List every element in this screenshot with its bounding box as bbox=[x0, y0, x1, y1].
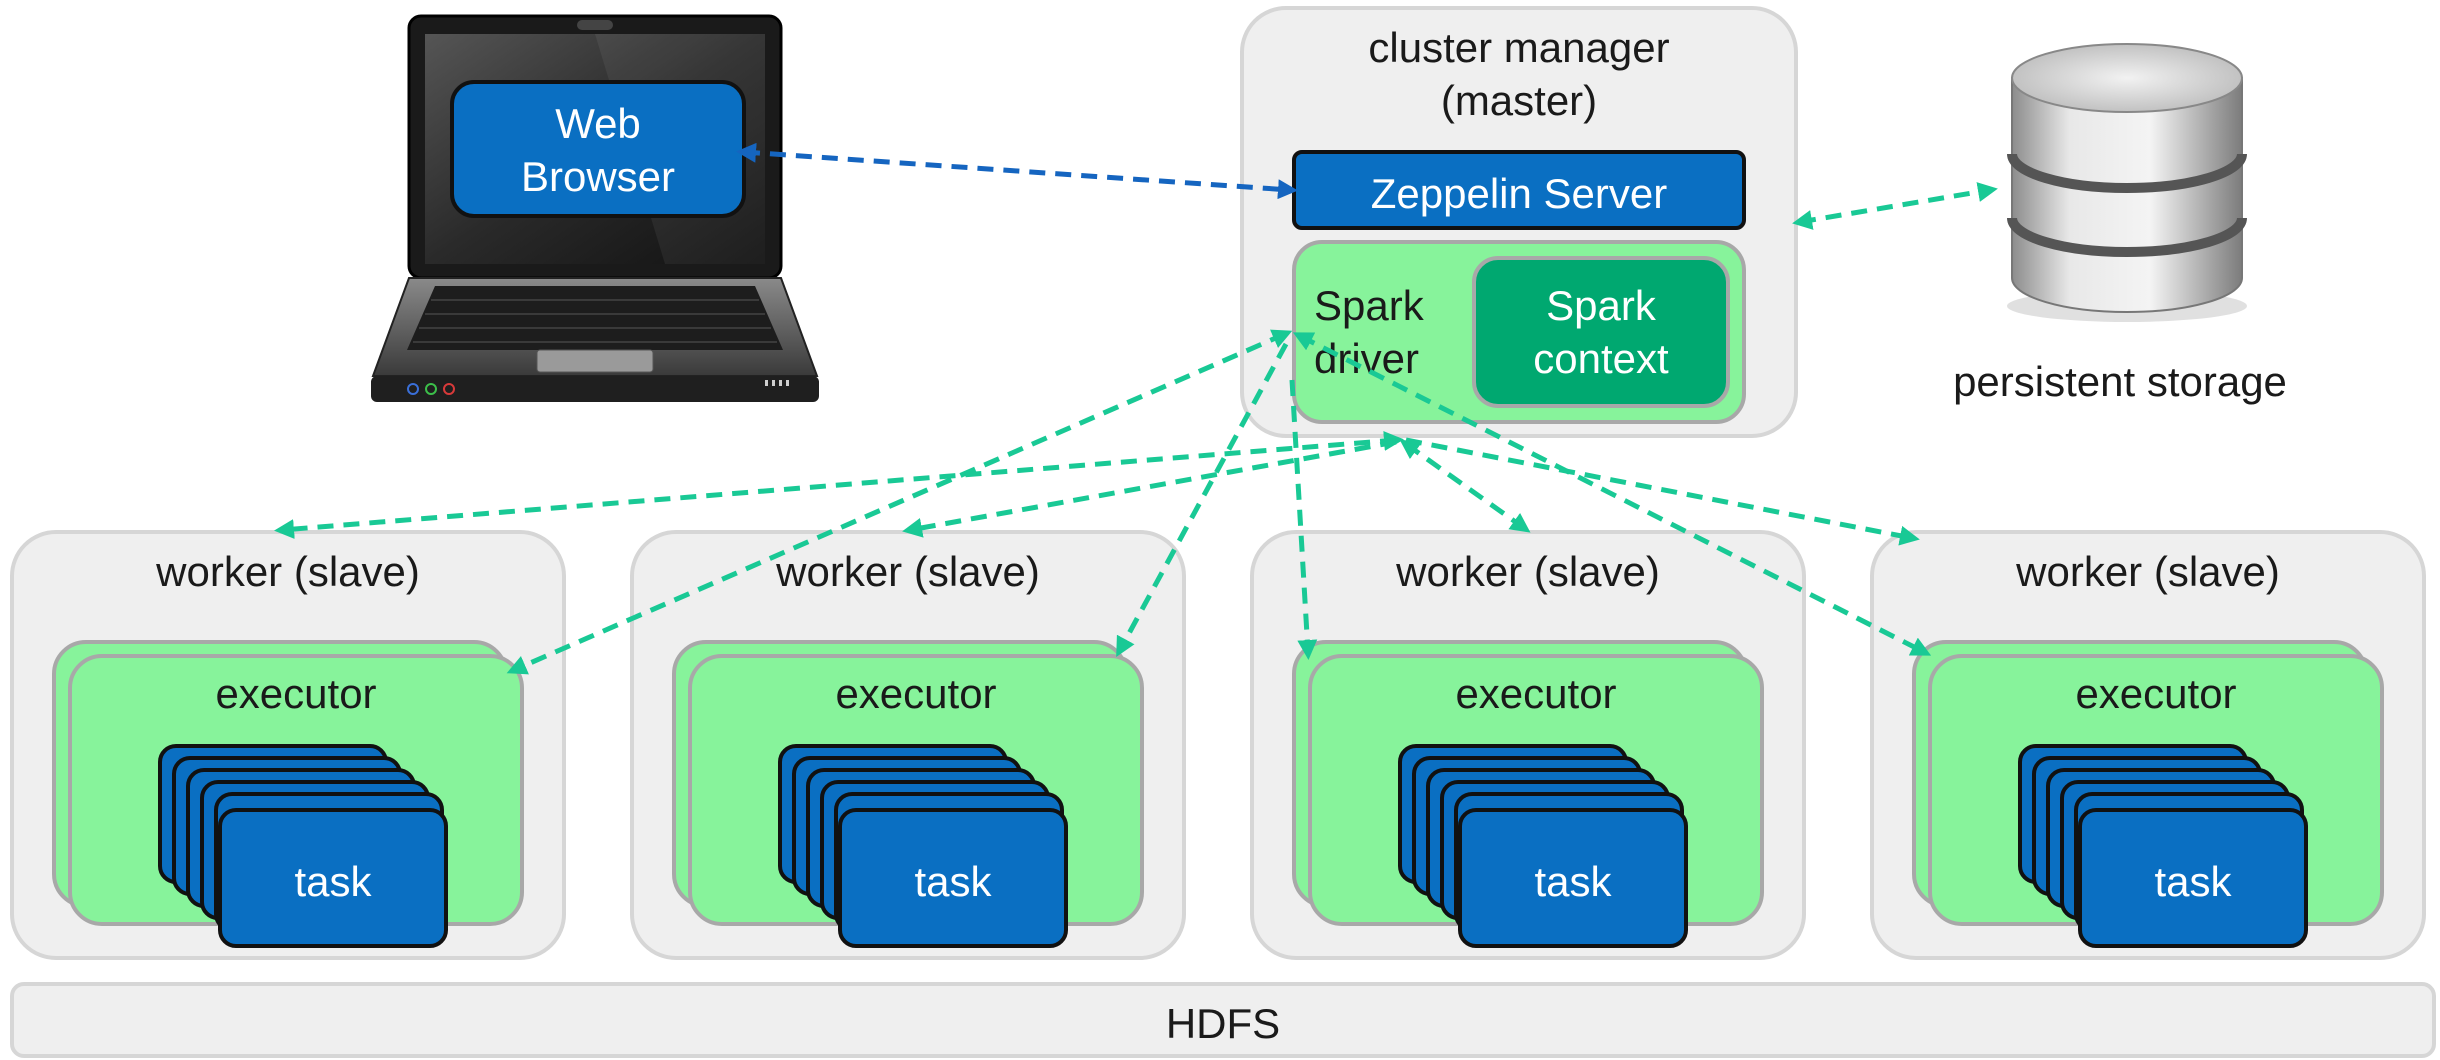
web-browser-label-line1: Web bbox=[555, 100, 641, 147]
task-label: task bbox=[914, 858, 992, 905]
spark-driver-label-line1: Spark bbox=[1314, 282, 1424, 329]
cluster-manager-title: cluster manager (master) bbox=[1240, 22, 1798, 127]
arrow-browser-zeppelin bbox=[736, 142, 1298, 200]
web-browser-box[interactable]: Web Browser bbox=[450, 80, 746, 218]
spark-context-label-line2: context bbox=[1533, 334, 1669, 382]
zeppelin-server-label: Zeppelin Server bbox=[1370, 170, 1668, 217]
cluster-manager-title-line2: (master) bbox=[1440, 76, 1598, 124]
executor-label: executor bbox=[215, 670, 377, 717]
spark-driver-label-line2: driver bbox=[1314, 334, 1420, 382]
database-cylinder-icon bbox=[2002, 38, 2252, 324]
arrow-cluster-worker-1 bbox=[274, 430, 1404, 540]
task-box[interactable]: task bbox=[218, 808, 448, 948]
web-browser-label-line2: Browser bbox=[520, 152, 676, 200]
arrow-cluster-worker-4 bbox=[1405, 437, 1920, 546]
spark-context-label-line1: Spark bbox=[1546, 282, 1656, 329]
task-box[interactable]: task bbox=[838, 808, 1068, 948]
task-label: task bbox=[2154, 858, 2232, 905]
hdfs-label: HDFS bbox=[1165, 1000, 1281, 1047]
worker-title: worker (slave) bbox=[776, 548, 1040, 595]
executor-label: executor bbox=[2075, 670, 2237, 717]
worker-title: worker (slave) bbox=[156, 548, 420, 595]
cluster-manager-title-line1: cluster manager bbox=[1368, 24, 1670, 71]
task-box[interactable]: task bbox=[1458, 808, 1688, 948]
task-label: task bbox=[294, 858, 372, 905]
task-label: task bbox=[1534, 858, 1612, 905]
worker-title: worker (slave) bbox=[2016, 548, 2280, 595]
arrow-cluster-storage bbox=[1792, 182, 1998, 230]
hdfs-bar: HDFS bbox=[10, 982, 2436, 1058]
persistent-storage-label: persistent storage bbox=[1953, 358, 2287, 405]
task-box[interactable]: task bbox=[2078, 808, 2308, 948]
spark-context-box[interactable]: Spark context bbox=[1472, 256, 1730, 408]
executor-label: executor bbox=[835, 670, 997, 717]
arrow-cluster-worker-2 bbox=[902, 439, 1397, 538]
zeppelin-server-box[interactable]: Zeppelin Server bbox=[1292, 150, 1746, 230]
worker-title: worker (slave) bbox=[1396, 548, 1660, 595]
executor-label: executor bbox=[1455, 670, 1617, 717]
arrow-cluster-worker-3 bbox=[1399, 439, 1531, 533]
